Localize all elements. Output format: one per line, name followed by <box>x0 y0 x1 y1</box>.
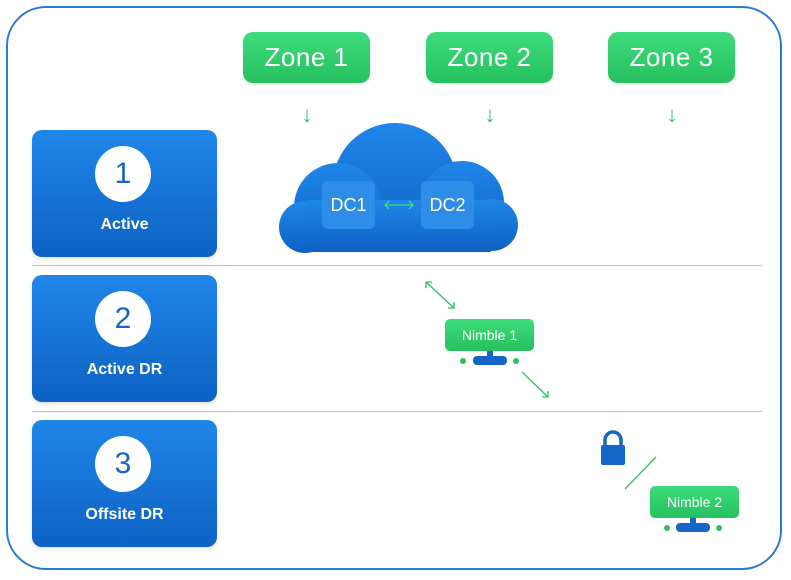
tier-2-label: Active DR <box>86 361 163 378</box>
dc1-label: DC1 <box>330 194 367 215</box>
nimble1-monitor-icon <box>460 350 519 365</box>
zone-3-down-arrow-icon: ↓ <box>666 102 678 127</box>
tier-2-number: 2 <box>95 291 151 347</box>
zone-2-down-arrow-icon: ↓ <box>484 102 496 127</box>
offsite-link-line <box>624 456 657 490</box>
dc2-label: DC2 <box>429 194 466 215</box>
dc2-box: DC2 <box>421 181 474 229</box>
tier-2-card: 2 Active DR <box>32 275 217 402</box>
zone-2-label: Zone 2 <box>447 42 532 72</box>
nimble-1-label: Nimble 1 <box>461 327 518 343</box>
tier-3-number: 3 <box>95 436 151 492</box>
dc-link-arrow-icon <box>384 200 414 210</box>
tier-1-card: 1 Active <box>32 130 217 257</box>
lock-icon <box>601 430 625 465</box>
dc1-box: DC1 <box>322 181 375 229</box>
zone-1-badge: Zone 1 <box>243 32 370 83</box>
zone-3-label: Zone 3 <box>629 42 714 72</box>
tier-divider-1 <box>32 265 762 266</box>
nimble-2-screen: Nimble 2 <box>650 486 739 518</box>
tier-3-label: Offsite DR <box>85 506 164 523</box>
zone-1-label: Zone 1 <box>264 42 349 72</box>
zone-1-down-arrow-icon: ↓ <box>301 102 313 127</box>
nimble1-down-arrow-icon <box>521 371 549 398</box>
nimble2-monitor-icon <box>664 517 722 532</box>
tier-1-label: Active <box>100 216 149 233</box>
diagram-frame <box>6 6 782 570</box>
tier-divider-2 <box>32 411 762 412</box>
zone-3-badge: Zone 3 <box>608 32 735 83</box>
cloud-icon <box>279 123 518 253</box>
tier-3-card: 3 Offsite DR <box>32 420 217 547</box>
tier-1-number: 1 <box>95 146 151 202</box>
nimble-2-label: Nimble 2 <box>666 494 723 510</box>
nimble-1-screen: Nimble 1 <box>445 319 534 351</box>
cloud-to-nimble1-arrow-icon <box>425 281 455 309</box>
zone-2-badge: Zone 2 <box>426 32 553 83</box>
